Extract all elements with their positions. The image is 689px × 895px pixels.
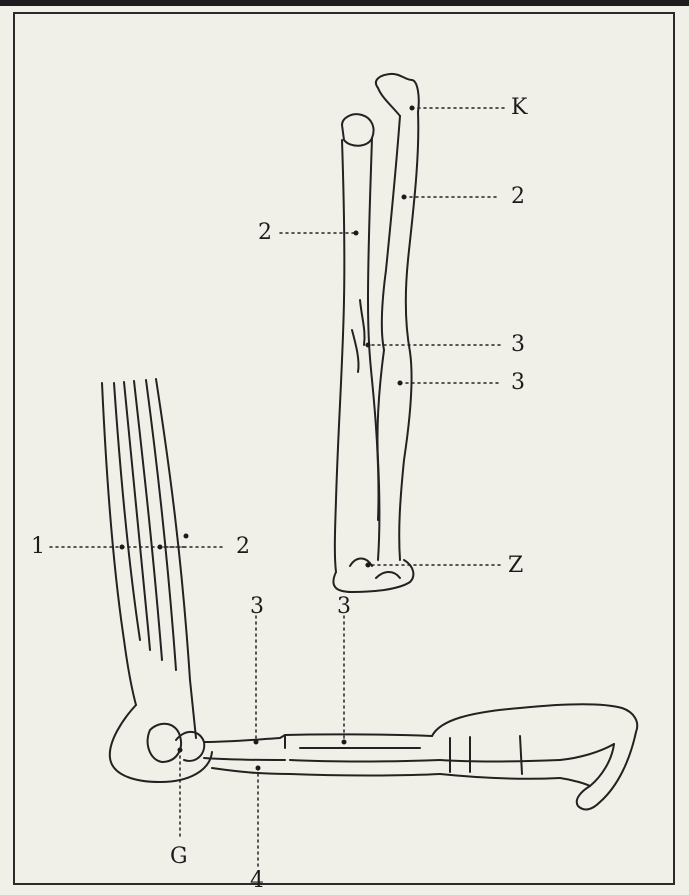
label-3-upper: 3 [511,334,525,356]
label-1: 1 [31,536,45,558]
label-g: G [170,846,188,868]
label-2-left: 2 [258,222,272,244]
leader-lines [50,108,505,870]
label-3-lower: 3 [511,372,525,394]
label-3-forearm-left: 3 [250,596,264,618]
label-k: K [511,97,527,119]
label-2-arm: 2 [236,536,250,558]
label-2-right: 2 [511,186,525,208]
label-4: 4 [250,870,264,892]
label-z: Z [508,555,523,577]
label-3-forearm-right: 3 [337,596,351,618]
arm-drawing [102,379,637,809]
forearm-bones-drawing [333,74,418,592]
